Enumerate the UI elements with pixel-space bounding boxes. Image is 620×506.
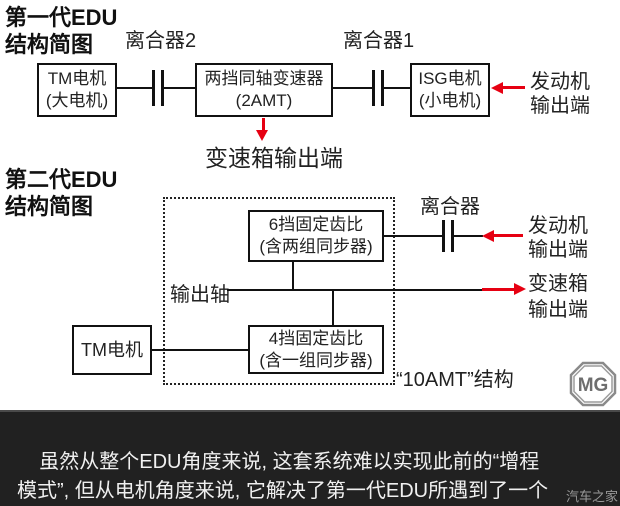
- gen1-2amt-line1: 两挡同轴变速器: [204, 69, 324, 88]
- clutch1-symbol-bar: [372, 70, 375, 106]
- caption-text: 虽然从整个EDU角度来说, 这套系统难以实现此前的“增程 模式”, 但从电机角度…: [17, 451, 549, 502]
- output-shaft-line: [227, 289, 482, 291]
- gen1-tm-motor-box: TM电机 (大电机): [37, 63, 117, 117]
- gen2-tm-motor-label: TM电机: [81, 340, 143, 360]
- gen2-6gear-box: 6挡固定齿比 (含两组同步器): [248, 210, 384, 262]
- watermark-autohome: 汽车之家: [566, 489, 619, 504]
- connector-line: [292, 262, 294, 290]
- engine-input-arrow-line: [492, 234, 523, 237]
- gen1-title: 第一代EDU 结构简图: [5, 5, 118, 57]
- clutch2-symbol-bar: [161, 70, 164, 106]
- engine-input-arrow-line: [501, 86, 525, 89]
- gen1-clutch2-label: 离合器2: [125, 30, 197, 52]
- gen1-2amt-line2: (2AMT): [235, 91, 293, 110]
- gen1-isg-motor-box: ISG电机 (小电机): [410, 63, 490, 117]
- gen1-2amt-box: 两挡同轴变速器 (2AMT): [195, 63, 333, 117]
- gen2-title: 第二代EDU 结构简图: [5, 167, 118, 219]
- 10amt-dotted-boundary: [163, 197, 395, 385]
- gen2-clutch-label: 离合器: [420, 196, 480, 218]
- clutch-symbol-bar: [442, 220, 445, 252]
- gearbox-output-arrow-icon: [256, 130, 268, 141]
- clutch2-symbol-bar: [152, 70, 155, 106]
- 10amt-structure-label: “10AMT”结构: [396, 369, 514, 391]
- gearbox-output-arrow-line: [482, 288, 515, 291]
- gen1-isg-line2: (小电机): [418, 91, 482, 110]
- clutch1-symbol-bar: [381, 70, 384, 106]
- gen2-engine-output-label: 发动机 输出端: [528, 215, 588, 261]
- gen2-6gear-line2: (含两组同步器): [259, 237, 373, 256]
- connector-line: [117, 87, 152, 89]
- mg-brand-logo-icon: MG: [569, 361, 617, 407]
- clutch-symbol-bar: [451, 220, 454, 252]
- gen2-4gear-line2: (含一组同步器): [259, 350, 373, 370]
- svg-text:MG: MG: [578, 375, 609, 396]
- connector-line: [332, 290, 334, 325]
- connector-line: [384, 87, 410, 89]
- gen2-6gear-line1: 6挡固定齿比: [268, 215, 364, 234]
- connector-line: [333, 87, 372, 89]
- connector-line: [152, 349, 248, 351]
- gen1-clutch1-label: 离合器1: [343, 30, 415, 52]
- connector-line: [384, 235, 442, 237]
- gen2-gearbox-output-label: 变速箱 输出端: [528, 273, 588, 321]
- gen2-tm-motor-box: TM电机: [72, 325, 152, 375]
- gearbox-output-arrow-icon: [514, 283, 526, 295]
- gen1-gearbox-output-label: 变速箱输出端: [205, 145, 343, 171]
- connector-line: [454, 235, 483, 237]
- gearbox-output-arrow-line: [262, 118, 265, 132]
- engine-input-arrow-icon: [491, 82, 503, 94]
- connector-line: [164, 87, 195, 89]
- gen1-tm-motor-line1: TM电机: [47, 69, 107, 88]
- gen2-output-shaft-label: 输出轴: [170, 284, 230, 306]
- engine-input-arrow-icon: [482, 230, 494, 242]
- gen1-tm-motor-line2: (大电机): [45, 91, 109, 110]
- caption-bar: 虽然从整个EDU角度来说, 这套系统难以实现此前的“增程 模式”, 但从电机角度…: [0, 410, 620, 506]
- gen2-4gear-line1: 4挡固定齿比: [268, 328, 364, 348]
- gen1-engine-output-label: 发动机 输出端: [530, 71, 590, 117]
- gen1-isg-line1: ISG电机: [418, 69, 482, 88]
- gen2-4gear-box: 4挡固定齿比 (含一组同步器): [248, 325, 384, 374]
